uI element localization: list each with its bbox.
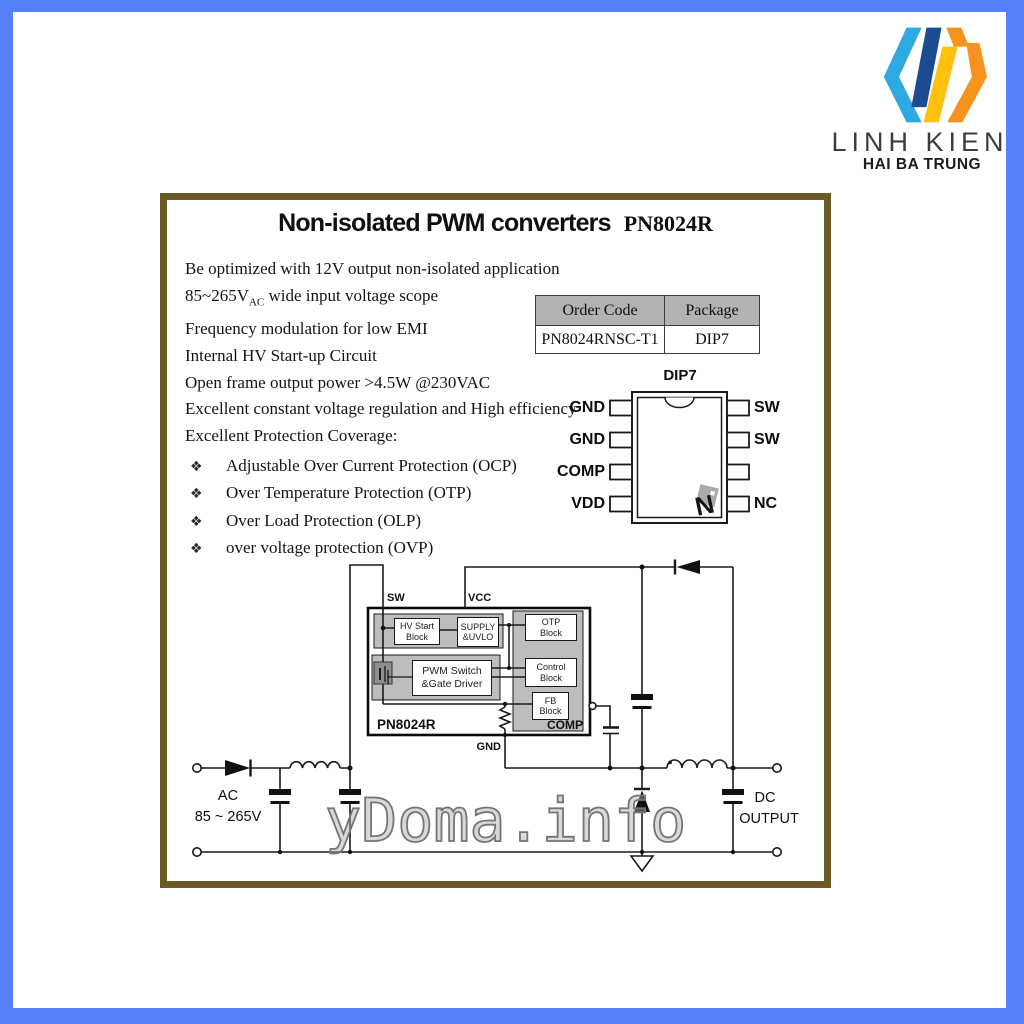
diamond-bullet-icon: ❖ (190, 458, 203, 475)
protection-item: ❖Adjustable Over Current Protection (OCP… (185, 453, 805, 480)
diamond-bullet-icon: ❖ (190, 513, 203, 530)
brand-logo-icon (883, 27, 987, 123)
pwm-switch-block: PWM Switch &Gate Driver (412, 660, 492, 696)
order-code-cell: PN8024RNSC-T1 (535, 325, 665, 354)
page-title: Non-isolated PWM converters PN8024R (167, 209, 824, 238)
feature-line: Open frame output power >4.5W @230VAC (185, 372, 491, 392)
frame-top (0, 0, 1024, 12)
protection-item: ❖Over Temperature Protection (OTP) (185, 480, 805, 507)
feature-list: Be optimized with 12V output non-isolate… (185, 256, 805, 562)
protection-item: ❖over voltage protection (OVP) (185, 535, 805, 562)
part-number: PN8024R (623, 211, 713, 236)
hv-start-block: HV Start Block (394, 618, 440, 645)
pin-label-nc: NC (754, 495, 778, 512)
diamond-bullet-icon: ❖ (190, 486, 203, 503)
frame-left (0, 0, 13, 1024)
sw-pin-label: SW (387, 592, 405, 604)
dip7-package-drawing: N (609, 391, 750, 524)
dip7-title: DIP7 (663, 367, 697, 384)
ic-name-label: PN8024R (377, 717, 436, 732)
pin-label-gnd1: GND (569, 399, 605, 416)
feature-line: Excellent Protection Coverage: (185, 426, 398, 446)
application-circuit-wiring (201, 559, 773, 873)
feature-line: 85~265VAC wide input voltage scope (185, 285, 439, 309)
feature-line: Be optimized with 12V output non-isolate… (185, 259, 560, 278)
table-row: PN8024RNSC-T1 DIP7 (535, 325, 760, 354)
brand-name: LINH KIEN (831, 127, 1009, 157)
circuit-drawing: N (191, 391, 782, 873)
junction-dots (277, 564, 736, 855)
dc-label: DC (754, 790, 776, 806)
feature-line: Excellent constant voltage regulation an… (185, 399, 577, 419)
output-label: OUTPUT (739, 811, 799, 827)
frame-bottom (0, 1008, 1024, 1024)
watermark: yDoma.info (324, 785, 687, 857)
protection-item: ❖Over Load Protection (OLP) (185, 508, 805, 535)
comp-terminal (588, 701, 597, 711)
supply-uvlo-block: SUPPLY &UVLO (457, 617, 499, 647)
pin-label-comp: COMP (557, 463, 605, 480)
column-header: Order Code (535, 295, 665, 326)
vcc-pin-label: VCC (468, 592, 492, 604)
gnd-pin-label: GND (476, 741, 501, 753)
diamond-bullet-icon: ❖ (190, 540, 203, 557)
column-header: Package (664, 295, 760, 326)
feature-line: Internal HV Start-up Circuit (185, 345, 377, 365)
feature-line: Frequency modulation for low EMI (185, 318, 428, 338)
otp-block: OTP Block (525, 614, 577, 641)
ac-label: AC (217, 788, 239, 804)
fb-block: FB Block (532, 692, 569, 720)
subscript-ac: AC (248, 296, 265, 309)
pin-label-sw2: SW (754, 431, 780, 448)
control-block: Control Block (525, 658, 577, 687)
title-text: Non-isolated PWM converters (278, 209, 611, 237)
package-cell: DIP7 (664, 325, 760, 354)
brand-subtitle: HAI BA TRUNG (862, 156, 982, 173)
pin-label-vdd: VDD (571, 495, 605, 512)
io-terminals (191, 701, 782, 857)
ac-range-label: 85 ~ 265V (194, 809, 262, 825)
frame-right (1006, 0, 1024, 1024)
order-code-table: Order Code Package PN8024RNSC-T1 DIP7 (535, 295, 760, 354)
pin-label-sw1: SW (754, 399, 780, 416)
chipown-logo-mark: N (692, 484, 719, 522)
comp-pin-label: COMP (547, 718, 583, 732)
pin-label-gnd2: GND (569, 431, 605, 448)
